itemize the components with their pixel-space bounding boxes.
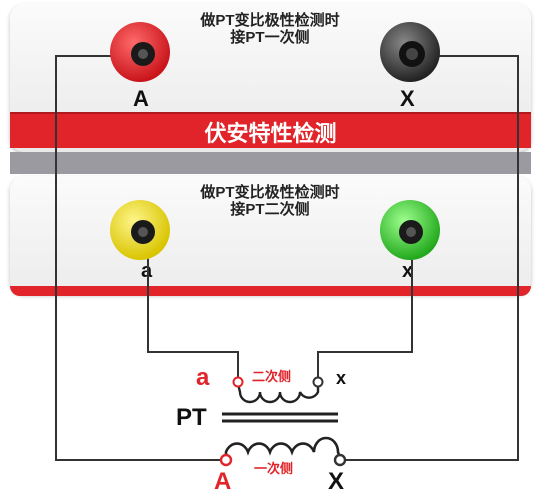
primary-coil xyxy=(224,436,342,459)
secondary-x-label: x xyxy=(336,368,347,388)
bottom-band xyxy=(10,286,531,296)
primary-label: 一次侧 xyxy=(254,461,294,476)
primary-terminal-X xyxy=(333,453,347,467)
secondary-terminal-x xyxy=(312,376,324,388)
terminal-a-label: a xyxy=(141,260,153,282)
primary-terminal-A xyxy=(219,453,233,467)
terminal-x-label: x xyxy=(402,260,414,282)
top-note-line1: 做PT变比极性检测时 xyxy=(200,12,340,29)
terminal-a[interactable] xyxy=(110,200,170,260)
wires xyxy=(55,55,519,461)
pt-label: PT xyxy=(176,404,207,431)
terminal-A-label: A xyxy=(133,86,149,111)
bottom-note-line1: 做PT变比极性检测时 xyxy=(200,184,340,201)
secondary-a-label: a xyxy=(196,364,210,391)
terminal-A[interactable] xyxy=(110,22,170,82)
terminal-X[interactable] xyxy=(380,22,440,82)
wire-A xyxy=(55,55,226,461)
top-note-line2: 接PT一次侧 xyxy=(230,29,310,46)
primary-X-label: X xyxy=(328,468,345,495)
terminal-x[interactable] xyxy=(380,200,440,260)
bottom-note: 做PT变比极性检测时 接PT二次侧 xyxy=(150,184,390,218)
primary-A-label: A xyxy=(214,468,232,495)
secondary-terminal-a xyxy=(232,376,244,388)
voltampere-title: 伏安特性检测 xyxy=(204,121,337,146)
panel-separator xyxy=(10,152,531,174)
top-note: 做PT变比极性检测时 接PT一次侧 xyxy=(150,12,390,46)
wire-X xyxy=(340,55,519,461)
bottom-note-line2: 接PT二次侧 xyxy=(230,201,310,218)
bottom-panel xyxy=(10,176,531,294)
secondary-coil xyxy=(236,383,320,404)
title-band xyxy=(10,112,531,148)
secondary-label: 二次侧 xyxy=(252,369,292,384)
terminal-X-label: X xyxy=(400,86,415,111)
